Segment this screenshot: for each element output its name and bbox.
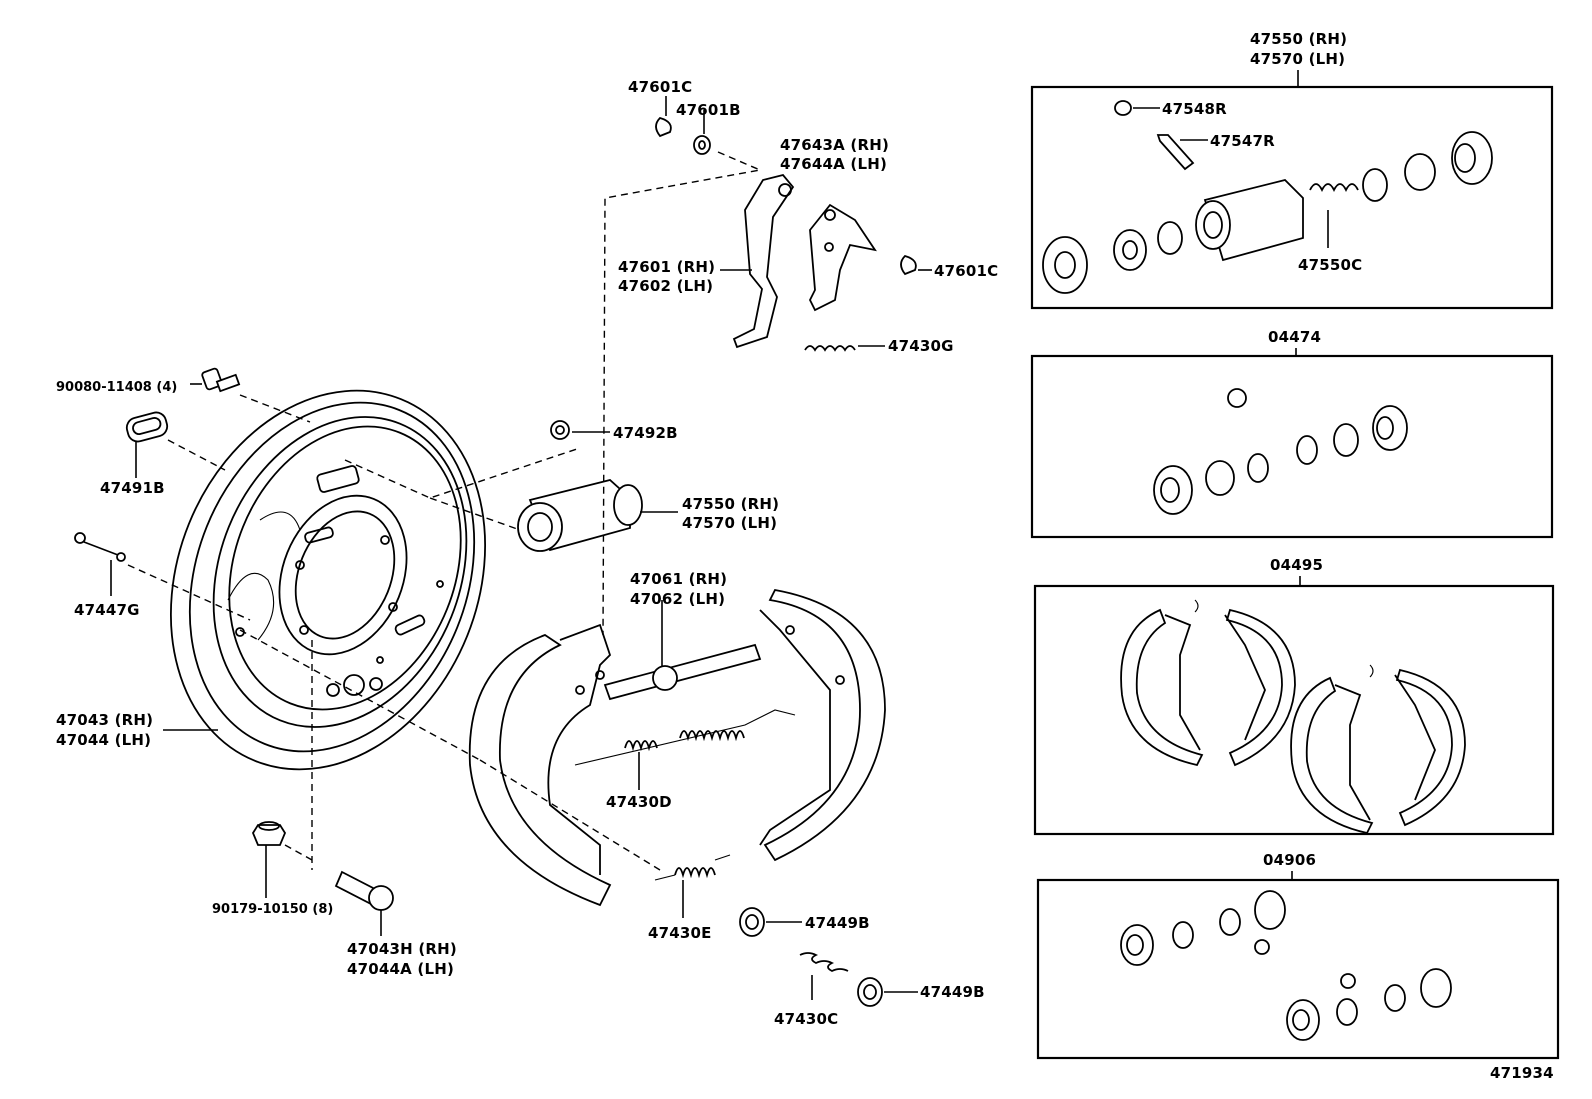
adjusting-lever-47601 [720, 173, 795, 349]
label-47062: 47062 (LH) [630, 590, 725, 608]
label-47430C: 47430C [774, 1010, 838, 1028]
part-labels: 47601C 47601B 47643A (RH) 47644A (LH) 47… [56, 78, 998, 1028]
label-47430D: 47430D [606, 793, 672, 811]
label-47643A: 47643A (RH) [780, 136, 889, 154]
kit1-callout-47550C: 47550C [1298, 256, 1362, 274]
retainer-47449B-upper [739, 907, 802, 937]
label-47447G: 47447G [74, 601, 140, 619]
label-47044A: 47044A (LH) [347, 960, 454, 978]
label-90080: 90080-11408 (4) [56, 380, 177, 395]
label-47491B: 47491B [100, 479, 165, 497]
pin-47447G [74, 532, 126, 596]
label-47430E: 47430E [648, 924, 712, 942]
label-47043: 47043 (RH) [56, 711, 153, 729]
adjuster-47061 [603, 600, 762, 701]
kit-box-04906: 04906 [1036, 851, 1560, 1060]
kit3-title: 04495 [1270, 556, 1323, 574]
kit-box-04495: 04495 [1033, 556, 1555, 836]
label-47061: 47061 (RH) [630, 570, 727, 588]
kit4-title: 04906 [1263, 851, 1316, 869]
label-47492B: 47492B [613, 424, 678, 442]
wheel-cylinder-main [517, 420, 678, 552]
label-47449B-upper: 47449B [805, 914, 870, 932]
kit1-title-line1: 47550 (RH) [1250, 30, 1347, 48]
spring-47430E [654, 854, 731, 918]
clip-47601C-right [900, 254, 932, 276]
brake-shoe-right [759, 588, 886, 862]
spring-47430D [574, 709, 796, 790]
label-47044: 47044 (LH) [56, 731, 151, 749]
nut-90179 [251, 821, 287, 898]
spring-47430C [799, 952, 849, 1000]
kit1-callout-47548R: 47548R [1162, 100, 1227, 118]
kit1-callout-47547R: 47547R [1210, 132, 1275, 150]
label-47430G: 47430G [888, 337, 954, 355]
label-47601: 47601 (RH) [618, 258, 715, 276]
kit-box-wheel-cylinder: 47550 (RH) 47570 (LH) 47548R 47547R 4755… [1030, 30, 1554, 310]
label-47550-main: 47550 (RH) [682, 495, 779, 513]
spring-47430G [804, 345, 885, 352]
assembly-guides [127, 151, 763, 871]
plug-47491B [125, 411, 169, 478]
label-47601B: 47601B [676, 101, 741, 119]
diagram-number: 471934 [1490, 1064, 1554, 1082]
backing-plate [170, 389, 486, 771]
adjusting-lever-47643A [808, 203, 877, 312]
label-47043H: 47043H (RH) [347, 940, 457, 958]
label-47449B-lower: 47449B [920, 983, 985, 1001]
kit2-title: 04474 [1268, 328, 1321, 346]
retainer-47449B-lower [857, 977, 918, 1007]
label-47601C-right: 47601C [934, 262, 998, 280]
bolt-90080 [190, 367, 241, 393]
kit1-title-line2: 47570 (LH) [1250, 50, 1345, 68]
label-90179: 90179-10150 (8) [212, 902, 333, 917]
kit-box-04474: 04474 [1030, 328, 1554, 539]
clip-47601C-top [655, 96, 672, 138]
label-47601C-top: 47601C [628, 78, 692, 96]
hub-bolt-47043H [334, 870, 394, 936]
brake-shoe-left [468, 623, 612, 907]
label-47602: 47602 (LH) [618, 277, 713, 295]
washer-47601B [693, 110, 711, 155]
label-47644A: 47644A (LH) [780, 155, 887, 173]
label-47570-main: 47570 (LH) [682, 514, 777, 532]
